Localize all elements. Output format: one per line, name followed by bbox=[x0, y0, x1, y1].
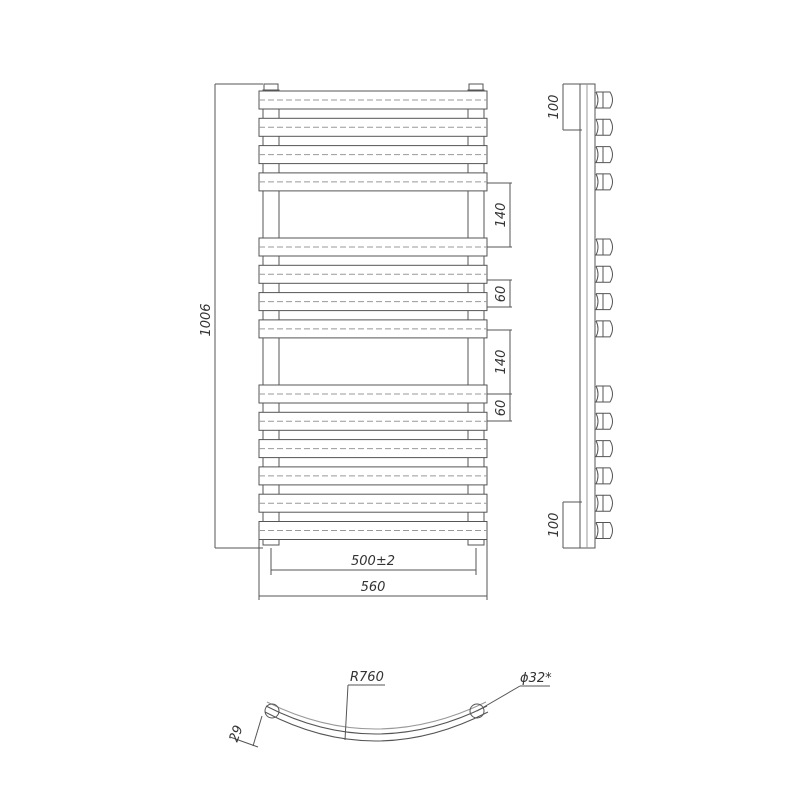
dim-overall-height: 1006 bbox=[199, 303, 214, 336]
top-view: R760 ϕ32* 29 bbox=[227, 670, 552, 748]
dim-center-distance: 500±2 bbox=[351, 554, 395, 569]
dim-overall-width: 560 bbox=[361, 580, 386, 595]
left-cap bbox=[263, 83, 279, 91]
bar-end-cylinder bbox=[595, 320, 613, 338]
bar-end-cylinder bbox=[595, 440, 613, 458]
dim-depth: 29 bbox=[227, 723, 247, 744]
bar-end-cylinder bbox=[595, 385, 613, 403]
bar-end-cylinder bbox=[595, 412, 613, 430]
bar-end-cylinder bbox=[595, 146, 613, 164]
bar-end-cylinder bbox=[595, 238, 613, 256]
dim-pitch-bottom: 60 bbox=[494, 400, 509, 417]
bar-end-cylinder bbox=[595, 494, 613, 512]
dim-side-bottom: 100 bbox=[547, 513, 562, 538]
bar-end-cylinder bbox=[595, 91, 613, 109]
front-view: 1006 500±2 560 140 60 140 60 bbox=[199, 83, 512, 600]
bar-end-cylinder bbox=[595, 293, 613, 311]
dim-side-top: 100 bbox=[547, 95, 562, 120]
dim-gap-top: 140 bbox=[494, 203, 509, 228]
side-view: 100 100 bbox=[547, 83, 613, 549]
dim-pitch-mid: 60 bbox=[494, 286, 509, 303]
bar-end-cylinder bbox=[595, 173, 613, 191]
right-cap bbox=[468, 83, 484, 91]
bar-end-cylinder bbox=[595, 522, 613, 539]
left-pipe-section bbox=[264, 703, 280, 719]
bar-end-cylinder bbox=[595, 118, 613, 136]
arc-outer bbox=[264, 711, 489, 742]
dim-pipe-diameter: ϕ32* bbox=[520, 671, 552, 686]
bar-end-cylinder bbox=[595, 467, 613, 485]
arc-inner bbox=[265, 705, 488, 735]
right-pipe-section bbox=[469, 703, 485, 719]
dim-gap-bottom: 140 bbox=[494, 350, 509, 375]
dim-radius: R760 bbox=[350, 670, 384, 685]
bar-end-cylinder bbox=[595, 265, 613, 283]
